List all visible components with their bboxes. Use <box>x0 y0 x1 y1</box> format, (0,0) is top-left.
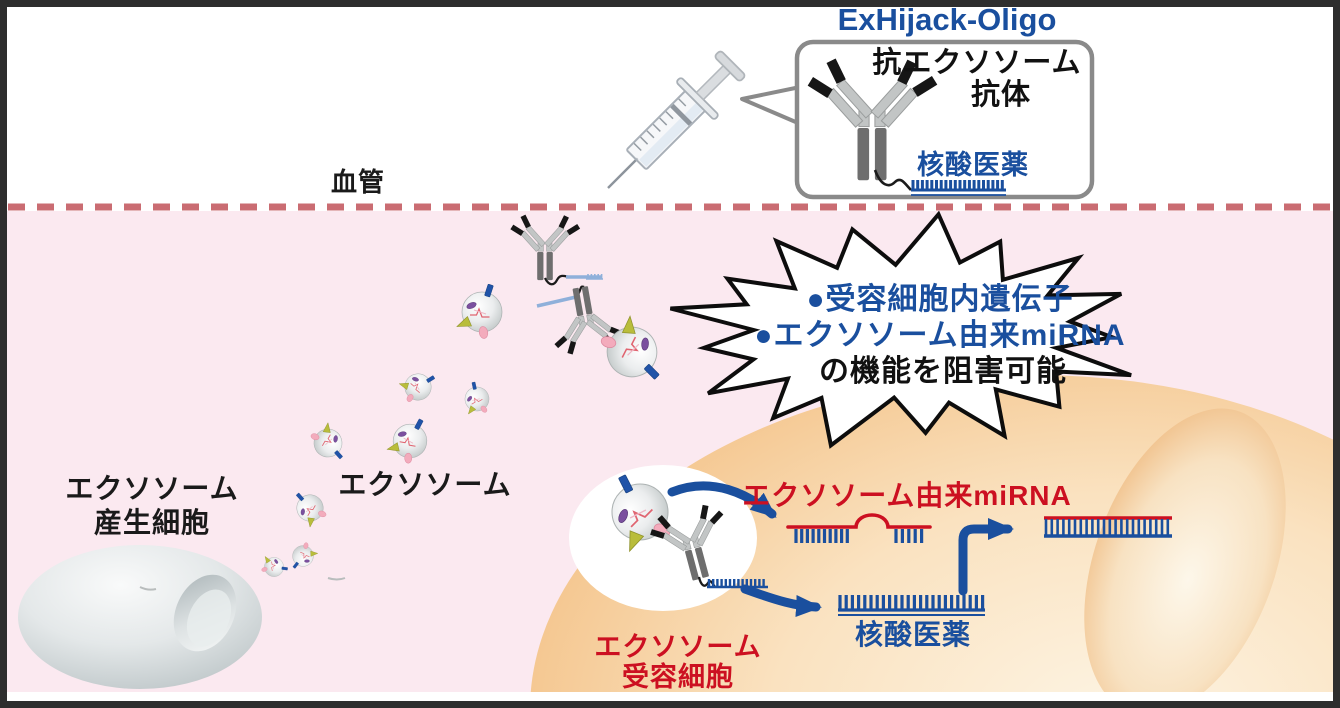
arrow-drug-release <box>740 584 822 617</box>
recipient-cell-label-line2: 受容細胞 <box>622 661 734 692</box>
producer-cell-label-line2: 産生細胞 <box>94 506 210 538</box>
product-duplex <box>1044 516 1172 538</box>
oligo-strand <box>536 295 577 308</box>
figure-title: ExHijack-Oligo <box>838 2 1057 37</box>
exosome-label: エクソソーム <box>338 469 511 500</box>
paired-teeth <box>794 529 849 543</box>
needle <box>607 157 639 189</box>
free-conjugate-1 <box>508 213 603 286</box>
callout-box <box>794 39 1095 200</box>
syringe-icon <box>607 50 746 189</box>
burst-line1: ●受容細胞内遺伝子 <box>806 283 1073 316</box>
oligo-comb <box>707 579 768 589</box>
recipient-cell-label-line1: エクソソーム <box>594 632 761 662</box>
drug-label: 核酸医薬 <box>855 619 971 650</box>
callout-oligo-comb <box>911 180 1006 192</box>
plunger-cap <box>714 50 746 82</box>
arrow-hybridize <box>958 518 1014 596</box>
mirna-duplex-partial <box>786 513 932 543</box>
plunger-seal <box>670 103 693 126</box>
producer-cell <box>18 545 262 689</box>
budding-pit-highlight <box>186 589 232 647</box>
duplex-rungs <box>1044 519 1170 535</box>
callout: 抗エクソソーム 抗体 核酸医薬 <box>740 39 1095 200</box>
paired-teeth <box>894 529 924 543</box>
endosome <box>569 463 768 611</box>
callout-antibody-label-line1: 抗エクソソーム <box>872 45 1081 79</box>
nucleus <box>1084 408 1286 692</box>
oligo-comb <box>586 274 603 280</box>
burst-line3: の機能を阻害可能 <box>819 355 1067 388</box>
callout-oligo-label: 核酸医薬 <box>917 149 1029 180</box>
producer-cell-label-line1: エクソソーム <box>65 473 238 504</box>
mirna-strand <box>786 513 932 529</box>
mirna-label: エクソソーム由来miRNA <box>742 480 1072 511</box>
speck <box>327 577 346 581</box>
speck <box>139 586 157 591</box>
linker <box>873 169 912 191</box>
drug-comb <box>838 595 985 612</box>
exosome-trail <box>139 283 503 591</box>
vessel-label: 血管 <box>331 167 385 197</box>
drug-strand <box>838 595 985 616</box>
free-conjugate-2 <box>536 280 628 360</box>
recipient-cell-body <box>530 375 1333 692</box>
linker <box>543 274 570 286</box>
callout-antibody-label-line2: 抗体 <box>971 77 1031 111</box>
burst-line2: ●エクソソーム由来miRNA <box>754 319 1125 352</box>
arrow-mirna-release <box>667 481 777 519</box>
scale-ticks <box>633 98 687 152</box>
burst-shape <box>669 210 1132 449</box>
